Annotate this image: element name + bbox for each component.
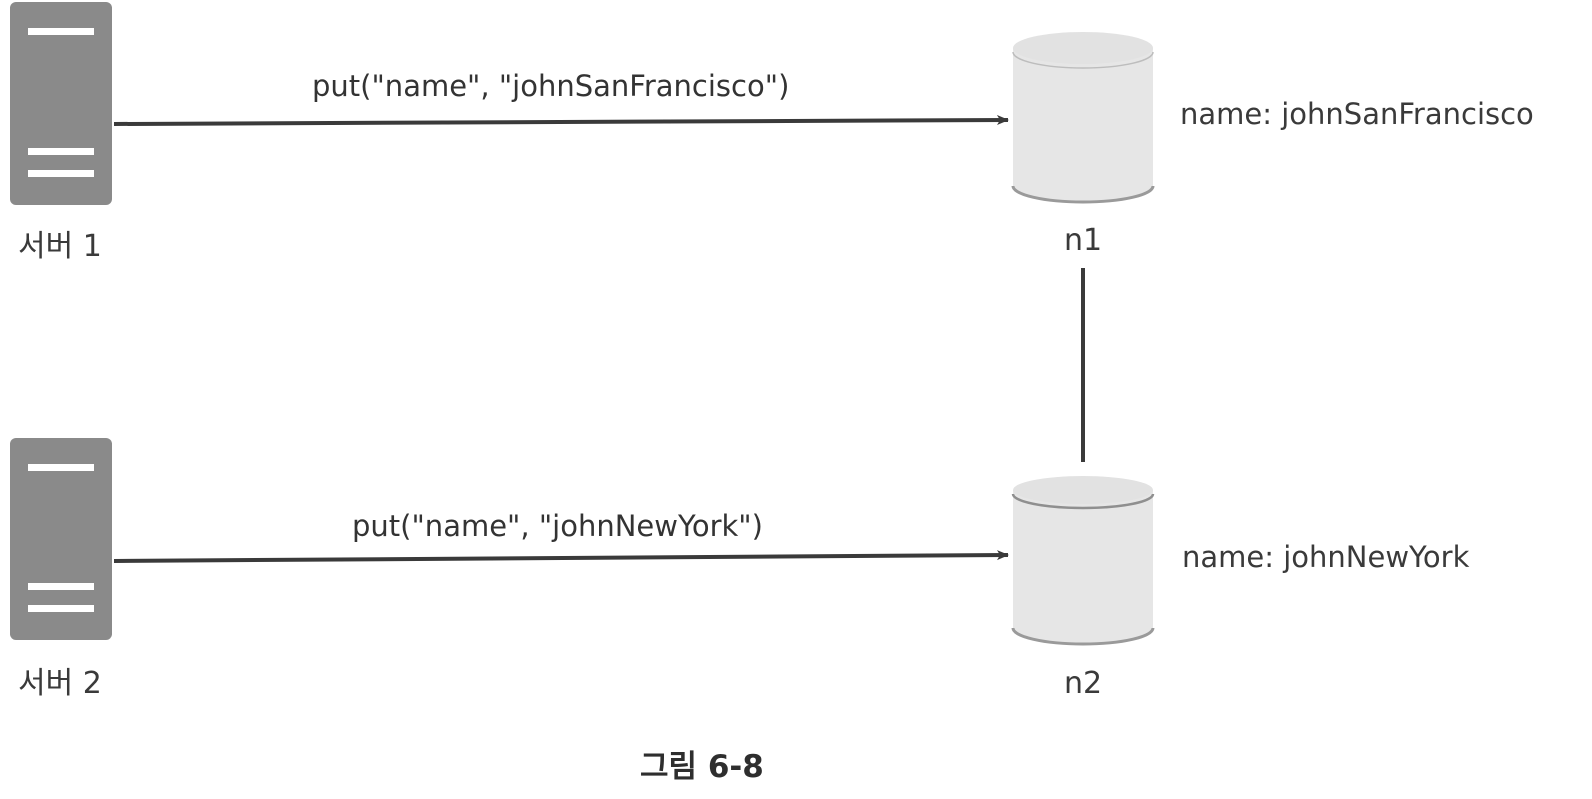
database-n1-icon	[1011, 32, 1155, 204]
database-n2-icon	[1011, 476, 1155, 646]
request-arrow-2	[113, 550, 1009, 563]
figure-caption: 그림 6-8	[640, 749, 764, 785]
server-1-icon	[10, 2, 112, 205]
node-n2-value: name: johnNewYork	[1182, 540, 1470, 574]
node-n1-value: name: johnSanFrancisco	[1180, 97, 1534, 131]
node-n1-label: n1	[1064, 223, 1103, 258]
request-arrow-1	[113, 115, 1009, 126]
node-n2-label: n2	[1064, 666, 1103, 701]
server-1-label: 서버 1	[18, 229, 102, 264]
server-2-label: 서버 2	[18, 666, 102, 701]
server-2-icon	[10, 438, 112, 640]
request-1-label: put("name", "johnSanFrancisco")	[312, 69, 790, 103]
request-2-label: put("name", "johnNewYork")	[352, 509, 763, 543]
